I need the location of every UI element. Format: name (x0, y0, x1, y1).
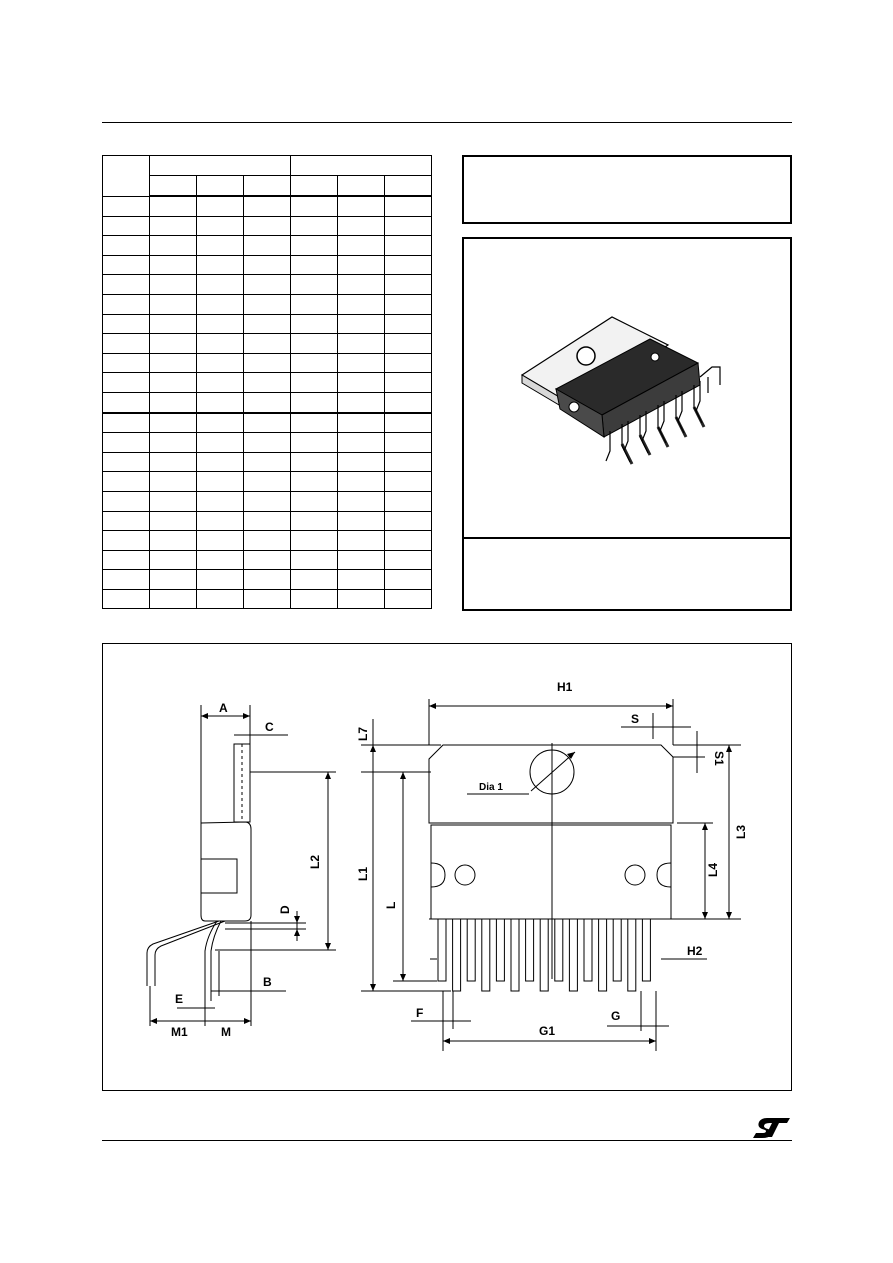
package-pin (495, 918, 505, 982)
package-pin (437, 918, 447, 982)
table-row (102, 254, 433, 276)
st-logo-icon (753, 1118, 790, 1138)
dim-label-f: F (416, 1006, 423, 1020)
table-row (102, 333, 433, 354)
package-pin (641, 918, 651, 982)
table-row (102, 451, 433, 473)
table-header-inch (290, 155, 433, 176)
table-row (102, 235, 433, 256)
dim-label-m: M (221, 1025, 231, 1039)
dimensions-table (102, 155, 433, 610)
dim-label-d: D (278, 905, 292, 914)
dim-label-h1: H1 (557, 680, 573, 694)
table-body (102, 195, 433, 610)
table-row (102, 530, 433, 551)
table-row (102, 490, 433, 512)
dim-label-m1: M1 (171, 1025, 188, 1039)
package-pin (568, 918, 578, 992)
dim-label-s: S (631, 712, 639, 726)
table-row (102, 293, 433, 315)
package-pin (510, 918, 520, 992)
table-header-row (102, 155, 433, 197)
table-row (102, 352, 433, 374)
table-header-dim (102, 155, 150, 197)
dim-label-l2: L2 (308, 855, 322, 869)
dim-label-l: L (384, 902, 398, 909)
table-row (102, 391, 433, 414)
table-subheader-row (103, 175, 433, 197)
header-rule (102, 122, 792, 123)
mechanical-drawing-box: A C D B E M1 M L2 H1 S S1 L7 L1 L L3 L4 … (102, 643, 792, 1091)
package-pin (466, 918, 476, 982)
dim-label-e: E (175, 992, 183, 1006)
dim-label-l1: L1 (356, 867, 370, 881)
table-row (102, 549, 433, 571)
package-photo-box (462, 237, 792, 611)
package-pin (583, 918, 593, 982)
photo-caption-divider (464, 537, 790, 539)
package-pin (554, 918, 564, 982)
dim-label-l3: L3 (734, 825, 748, 839)
package-photo (520, 316, 721, 465)
table-row (102, 471, 433, 492)
footer-rule (102, 1140, 792, 1141)
dim-label-l4: L4 (706, 863, 720, 877)
table-row (102, 215, 433, 237)
table-row (102, 432, 433, 453)
mechanical-drawing: A C D B E M1 M L2 H1 S S1 L7 L1 L L3 L4 … (146, 680, 748, 1051)
table-row (102, 569, 433, 590)
package-pin (525, 918, 535, 982)
table-row (102, 510, 433, 532)
dim-label-g1: G1 (539, 1024, 555, 1038)
dim-label-l7: L7 (356, 727, 370, 741)
package-pin (481, 918, 491, 992)
table-row (102, 313, 433, 335)
table-row (102, 274, 433, 295)
table-row (102, 412, 433, 434)
package-pin (627, 918, 637, 992)
dim-label-dia1: Dia 1 (479, 782, 503, 793)
package-pin (539, 918, 549, 992)
dim-label-b: B (263, 975, 272, 989)
table-header-mm (148, 155, 292, 176)
dim-label-c: C (265, 720, 274, 734)
dim-label-a: A (219, 701, 228, 715)
package-pin (452, 918, 462, 992)
dim-label-h2: H2 (687, 944, 703, 958)
package-pin (598, 918, 608, 992)
package-pin (612, 918, 622, 982)
table-row (102, 372, 433, 393)
table-row (102, 588, 433, 610)
package-title-box (462, 155, 792, 224)
table-row (102, 195, 433, 217)
dim-label-g: G (611, 1009, 620, 1023)
dim-label-s1: S1 (712, 751, 726, 766)
